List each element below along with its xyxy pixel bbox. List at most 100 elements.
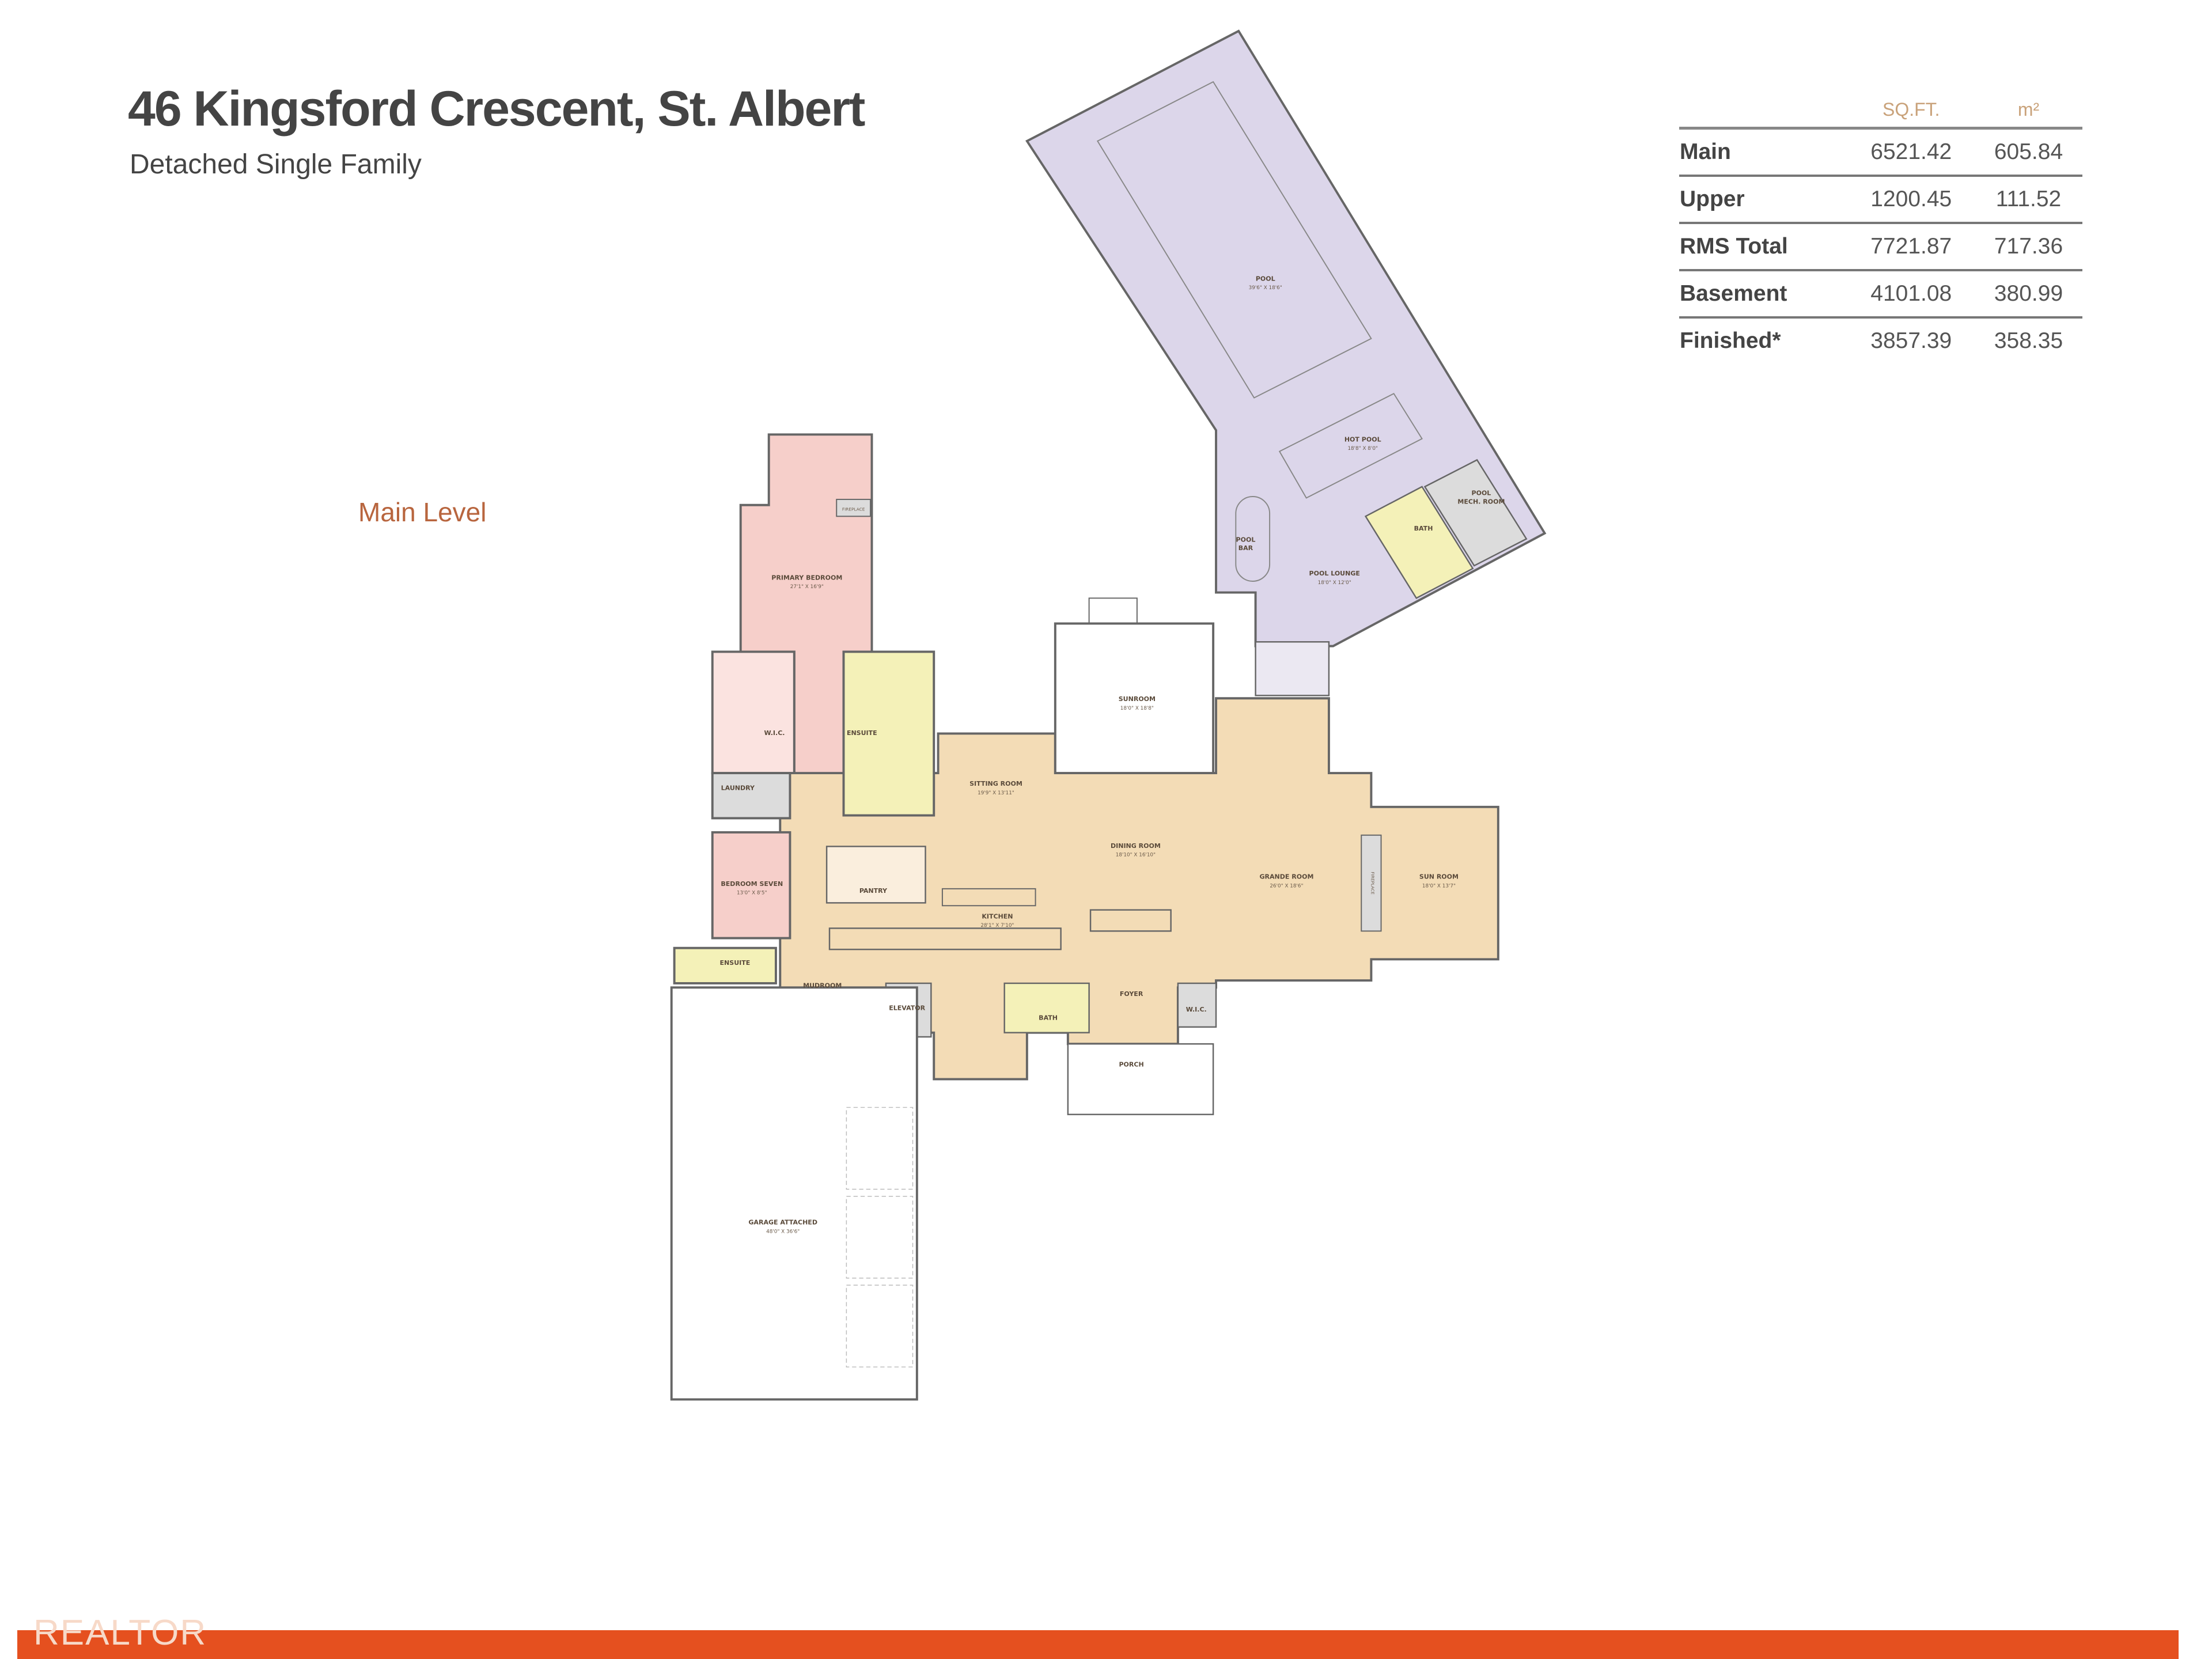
label-ensuite-seven: ENSUITE: [720, 959, 751, 967]
area-summary-table: SQ.FT. m² Main 6521.42 605.84 Upper 1200…: [1679, 92, 2082, 363]
row-m2: 380.99: [1974, 270, 2082, 319]
label-fireplace-primary: FIREPLACE: [842, 507, 865, 512]
row-m2: 717.36: [1974, 223, 2082, 271]
label-pool-mech: POOL: [1472, 490, 1491, 497]
pantry-room: [825, 846, 926, 904]
table-row: Main 6521.42 605.84: [1679, 128, 2082, 177]
garage-door-1: [846, 1107, 914, 1190]
kitchen-island: [941, 888, 1036, 907]
dim-pool: 39'6" X 18'6": [1249, 285, 1282, 291]
label-laundry: LAUNDRY: [721, 784, 755, 791]
dim-sitting-room: 19'9" X 13'11": [978, 790, 1014, 796]
dim-primary-bedroom: 27'1" X 16'9": [790, 584, 824, 590]
dim-sunroom: 18'0" X 18'8": [1120, 706, 1154, 711]
label-primary-bedroom: PRIMARY BEDROOM: [771, 574, 842, 582]
row-sqft: 3857.39: [1870, 328, 1952, 353]
floor-level-label: Main Level: [358, 497, 487, 527]
row-label: Main: [1679, 128, 1848, 177]
label-bath-main: BATH: [1039, 1014, 1058, 1022]
row-m2: 358.35: [1994, 328, 2063, 353]
pool-bar-counter: [1235, 496, 1271, 582]
table-header-row: SQ.FT. m²: [1679, 92, 2082, 130]
dim-dining-room: 18'10" X 16'10": [1116, 853, 1156, 858]
label-wic-foyer: W.I.C.: [1186, 1006, 1207, 1013]
label-elevator: ELEVATOR: [889, 1004, 925, 1012]
dim-kitchen: 28'1" X 7'10": [980, 923, 1014, 929]
garage-door-3: [846, 1285, 914, 1368]
laundry-room: [711, 772, 791, 820]
fireplace-primary: [836, 498, 871, 517]
label-fireplace-grande: FIREPLACE: [1370, 872, 1375, 895]
dim-bedroom-seven: 13'0" X 8'5": [737, 891, 767, 896]
row-m2: 111.52: [1974, 176, 2082, 224]
footer-bar: [17, 1630, 2179, 1659]
dim-grande-room: 26'0" X 18'6": [1270, 883, 1303, 889]
row-label: RMS Total: [1679, 223, 1848, 271]
wic-primary: [711, 650, 796, 774]
ensuite-primary: [842, 650, 935, 817]
porch: [1067, 1043, 1214, 1115]
dim-sun-room: 18'0" X 13'7": [1422, 883, 1456, 889]
dining-table: [1089, 909, 1172, 932]
label-pantry: PANTRY: [859, 887, 888, 895]
label-wic-primary: W.I.C.: [764, 729, 785, 737]
row-sqft: 6521.42: [1847, 128, 1975, 177]
hot-pool-basin: [1278, 392, 1423, 499]
fireplace-grande: [1361, 834, 1382, 932]
table-row: Basement 4101.08 380.99: [1679, 270, 2082, 319]
label-mudroom: MUDROOM: [803, 982, 842, 989]
pool-bath: [1364, 486, 1474, 599]
label-pool-bar-2: BAR: [1238, 544, 1253, 552]
label-porch: PORCH: [1119, 1060, 1143, 1068]
table-row: Upper 1200.45 111.52: [1679, 176, 2082, 224]
label-sun-room: SUN ROOM: [1419, 873, 1459, 881]
label-bedroom-seven: BEDROOM SEVEN: [721, 880, 783, 888]
pool-basin: [1096, 81, 1372, 399]
bath-main: [1003, 982, 1090, 1033]
dim-garage: 48'0" X 36'6": [766, 1229, 800, 1234]
column-header-sqft: SQ.FT.: [1847, 92, 1975, 130]
row-label: Finished*: [1680, 328, 1781, 353]
row-m2: 605.84: [1974, 128, 2082, 177]
label-kitchen: KITCHEN: [982, 912, 1013, 920]
label-hot-pool: HOT POOL: [1344, 436, 1381, 444]
row-sqft: 1200.45: [1847, 176, 1975, 224]
label-grande-room: GRANDE ROOM: [1259, 873, 1313, 881]
label-pool-mech-2: MECH. ROOM: [1457, 498, 1505, 505]
label-dining-room: DINING ROOM: [1111, 842, 1161, 850]
garage-door-2: [846, 1196, 914, 1279]
label-sitting-room: SITTING ROOM: [969, 780, 1022, 787]
sunroom-steps: [1088, 597, 1138, 624]
kitchen-counter: [828, 927, 1062, 950]
column-header-m2: m²: [1974, 92, 2082, 130]
column-header-label: [1679, 92, 1848, 130]
ensuite-seven: [673, 946, 777, 984]
sunroom-enclosure: [1054, 622, 1215, 774]
label-pool-bath: BATH: [1414, 525, 1433, 532]
label-pool: POOL: [1256, 275, 1275, 282]
dim-pool-lounge: 18'0" X 12'0": [1318, 580, 1351, 586]
realtor-watermark: REALTOR: [33, 1613, 207, 1646]
label-pool-lounge: POOL LOUNGE: [1309, 570, 1360, 577]
row-sqft: 4101.08: [1847, 270, 1975, 319]
row-sqft: 7721.87: [1847, 223, 1975, 271]
room-labels: POOL 39'6" X 18'6" HOT POOL 18'8" X 8'0"…: [720, 275, 1505, 1234]
label-ensuite-primary: ENSUITE: [847, 729, 877, 737]
garage: [670, 986, 918, 1401]
wic-foyer: [1177, 982, 1217, 1028]
property-type-subtitle: Detached Single Family: [130, 149, 422, 180]
table-row: Finished* 3857.39 358.35: [1679, 317, 2082, 363]
pool-mech-room: [1423, 459, 1528, 567]
dim-hot-pool: 18'8" X 8'0": [1347, 446, 1378, 452]
row-label: Basement: [1679, 270, 1848, 319]
bedroom-seven: [711, 831, 791, 940]
label-garage: GARAGE ATTACHED: [748, 1219, 817, 1226]
row-label: Upper: [1679, 176, 1848, 224]
label-sunroom: SUNROOM: [1119, 695, 1156, 703]
label-foyer: FOYER: [1120, 990, 1143, 998]
table-row: RMS Total 7721.87 717.36: [1679, 223, 2082, 271]
property-address-title: 46 Kingsford Crescent, St. Albert: [128, 81, 865, 137]
pool-vestibule: [1255, 641, 1330, 696]
label-pool-bar: POOL: [1236, 536, 1256, 543]
